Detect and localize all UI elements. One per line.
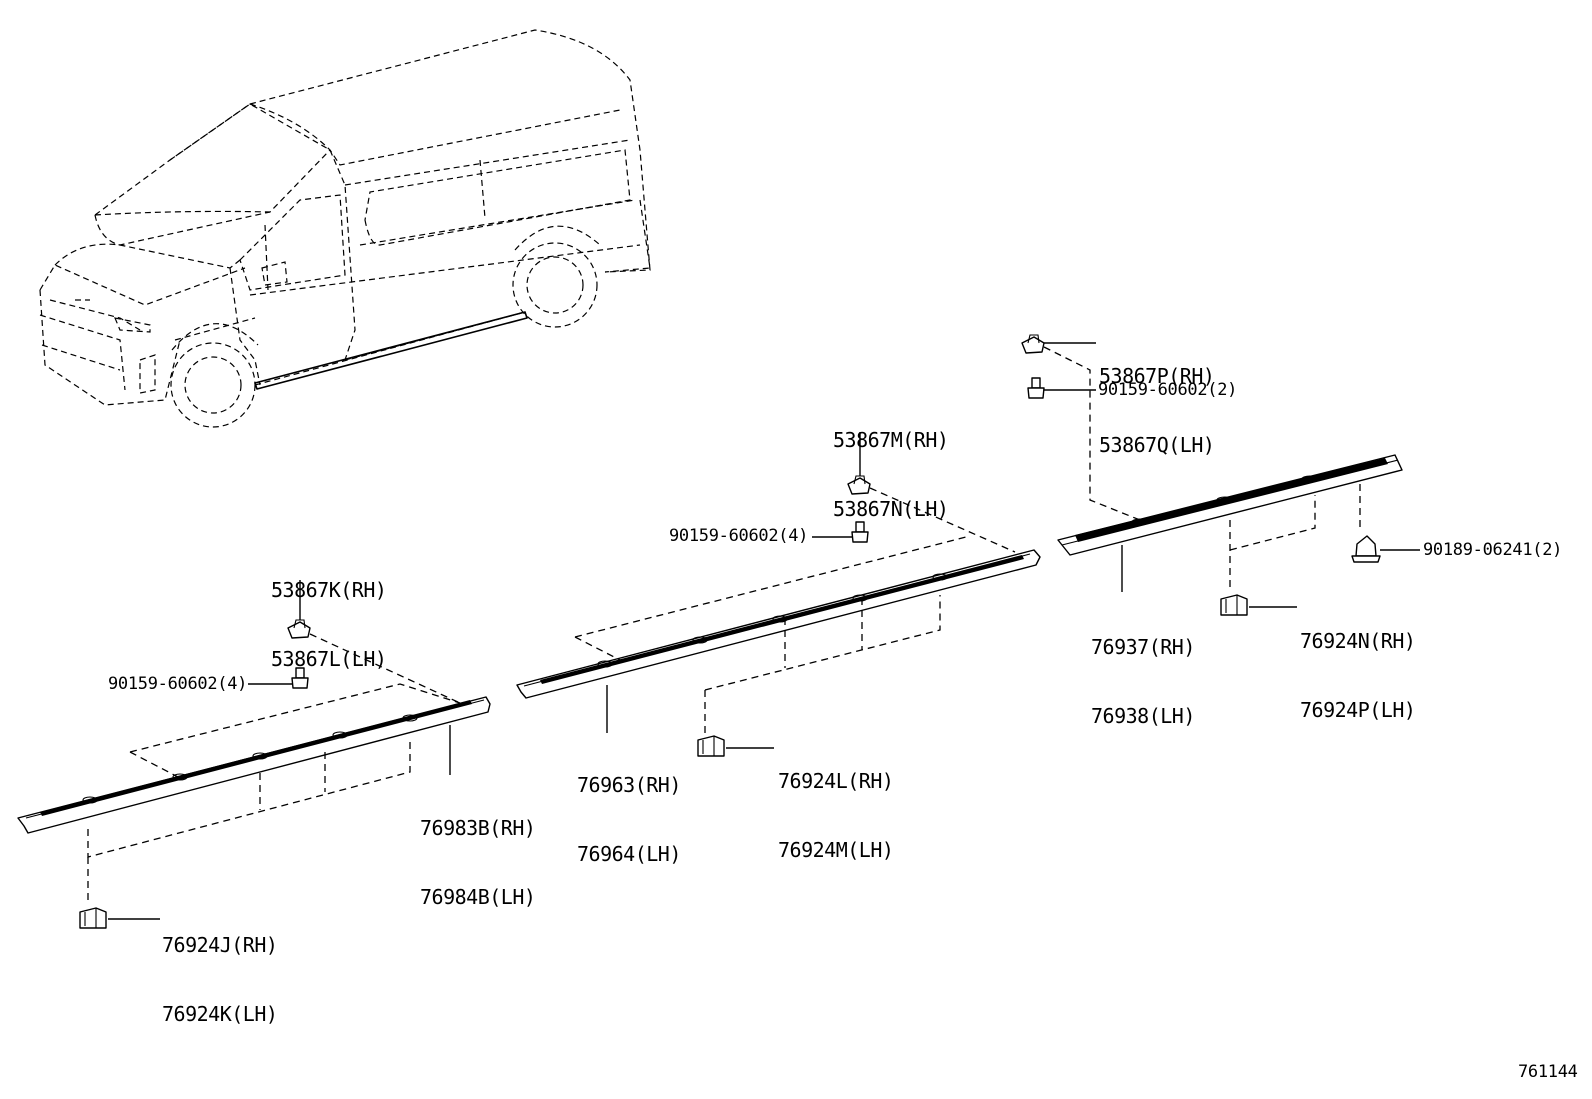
callout-90159-center: 90159-60602(4) bbox=[669, 526, 809, 546]
clip-76924J-icon bbox=[79, 907, 107, 929]
callout-76963-lh: 76964(LH) bbox=[577, 842, 681, 866]
callout-53867M-rh: 53867M(RH) bbox=[833, 428, 949, 452]
callout-76924L: 76924L(RH) 76924M(LH) bbox=[778, 724, 894, 885]
nut-90189-icon bbox=[1351, 535, 1381, 563]
callout-53867P-lh: 53867Q(LH) bbox=[1099, 433, 1215, 457]
screw-90159-left-icon bbox=[291, 667, 309, 689]
callout-76983B-lh: 76984B(LH) bbox=[420, 885, 536, 909]
callout-53867M-lh: 53867N(LH) bbox=[833, 497, 949, 521]
callout-53867K-rh: 53867K(RH) bbox=[271, 578, 387, 602]
callout-90159-left: 90159-60602(4) bbox=[108, 674, 248, 694]
callout-90189: 90189-06241(2) bbox=[1423, 540, 1563, 560]
diagram-id: 761144 bbox=[1518, 1062, 1578, 1082]
clip-76924N-icon bbox=[1220, 594, 1248, 616]
callout-76963: 76963(RH) 76964(LH) bbox=[577, 728, 681, 889]
screw-90159-right-icon bbox=[1027, 377, 1045, 399]
callout-53867K-lh: 53867L(LH) bbox=[271, 647, 387, 671]
callout-76963-rh: 76963(RH) bbox=[577, 773, 681, 797]
clip-53867P-icon bbox=[1021, 334, 1045, 354]
step-rail-76983 bbox=[17, 696, 491, 834]
callout-76924L-lh: 76924M(LH) bbox=[778, 838, 894, 862]
callout-76937-lh: 76938(LH) bbox=[1091, 704, 1195, 728]
callout-76924N: 76924N(RH) 76924P(LH) bbox=[1300, 584, 1416, 745]
clip-76924L-icon bbox=[697, 735, 725, 757]
step-rail-76963 bbox=[516, 549, 1041, 699]
callout-53867M: 53867M(RH) 53867N(LH) bbox=[833, 383, 949, 544]
van-illustration bbox=[39, 29, 651, 428]
callout-76937-rh: 76937(RH) bbox=[1091, 635, 1195, 659]
callout-76937: 76937(RH) 76938(LH) bbox=[1091, 590, 1195, 751]
clip-53867K-icon bbox=[287, 619, 311, 639]
callout-76983B: 76983B(RH) 76984B(LH) bbox=[420, 771, 536, 932]
callout-53867K: 53867K(RH) 53867L(LH) bbox=[271, 533, 387, 694]
callout-76924J-rh: 76924J(RH) bbox=[162, 933, 278, 957]
callout-90159-right: 90159-60602(2) bbox=[1098, 380, 1238, 400]
assembly-dashed-lines bbox=[87, 346, 1361, 905]
van-side-step bbox=[254, 311, 528, 390]
callout-76924J: 76924J(RH) 76924K(LH) bbox=[162, 888, 278, 1049]
callout-76924J-lh: 76924K(LH) bbox=[162, 1002, 278, 1026]
callout-76924N-rh: 76924N(RH) bbox=[1300, 629, 1416, 653]
step-rail-76937 bbox=[1057, 454, 1403, 556]
callout-76924N-lh: 76924P(LH) bbox=[1300, 698, 1416, 722]
screw-90159-center-icon bbox=[851, 521, 869, 543]
callout-53867P: 53867P(RH) 53867Q(LH) bbox=[1099, 319, 1215, 480]
callout-53867P-rh: 53867P(RH) bbox=[1099, 364, 1215, 388]
callout-76983B-rh: 76983B(RH) bbox=[420, 816, 536, 840]
leader-lines bbox=[108, 342, 1420, 920]
callout-76924L-rh: 76924L(RH) bbox=[778, 769, 894, 793]
